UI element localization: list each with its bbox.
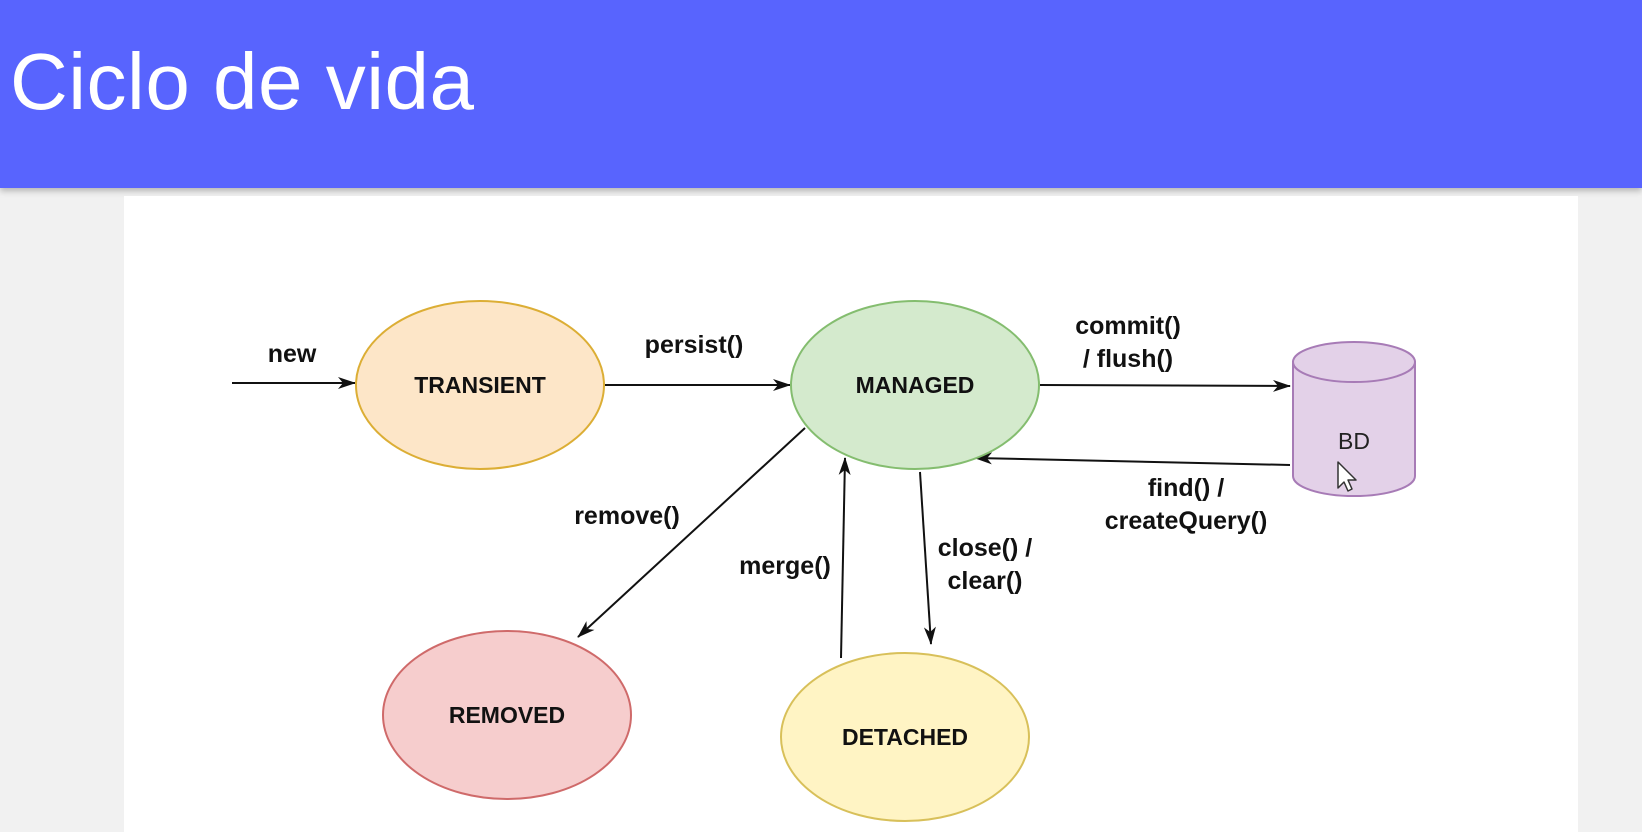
state-removed-label: REMOVED — [449, 702, 565, 728]
label-commit-line1: commit() — [1075, 312, 1181, 340]
arrow-close-clear — [919, 471, 936, 645]
arrow-commit-flush — [1039, 379, 1291, 392]
database-body — [1292, 361, 1416, 497]
label-close-line1: close() / — [938, 534, 1033, 562]
state-removed: REMOVED — [382, 630, 632, 800]
label-find-line1: find() / — [1148, 474, 1224, 502]
database-top — [1292, 341, 1416, 383]
arrow-find-createquery — [974, 452, 1291, 466]
database-cylinder: BD — [1292, 341, 1416, 497]
state-detached: DETACHED — [780, 652, 1030, 822]
state-removed-shape — [382, 630, 632, 800]
arrow-merge — [838, 457, 851, 659]
slide-header: Ciclo de vida — [0, 0, 1642, 188]
label-new: new — [268, 340, 317, 368]
state-transient: TRANSIENT — [355, 300, 605, 470]
state-transient-label: TRANSIENT — [414, 372, 546, 398]
mouse-cursor-icon — [1337, 461, 1357, 492]
database-label: BD — [1338, 428, 1370, 454]
state-detached-label: DETACHED — [842, 724, 968, 750]
label-commit-line2: / flush() — [1083, 345, 1173, 373]
label-find-line2: createQuery() — [1105, 507, 1268, 535]
state-managed: MANAGED — [790, 300, 1040, 470]
label-persist: persist() — [645, 331, 744, 359]
arrow-remove — [577, 427, 806, 638]
state-managed-label: MANAGED — [856, 372, 975, 398]
state-transient-shape — [355, 300, 605, 470]
label-remove: remove() — [574, 502, 680, 530]
label-merge: merge() — [739, 552, 831, 580]
label-close-line2: clear() — [947, 567, 1022, 595]
slide-title: Ciclo de vida — [10, 37, 475, 126]
state-detached-shape — [780, 652, 1030, 822]
state-managed-shape — [790, 300, 1040, 470]
